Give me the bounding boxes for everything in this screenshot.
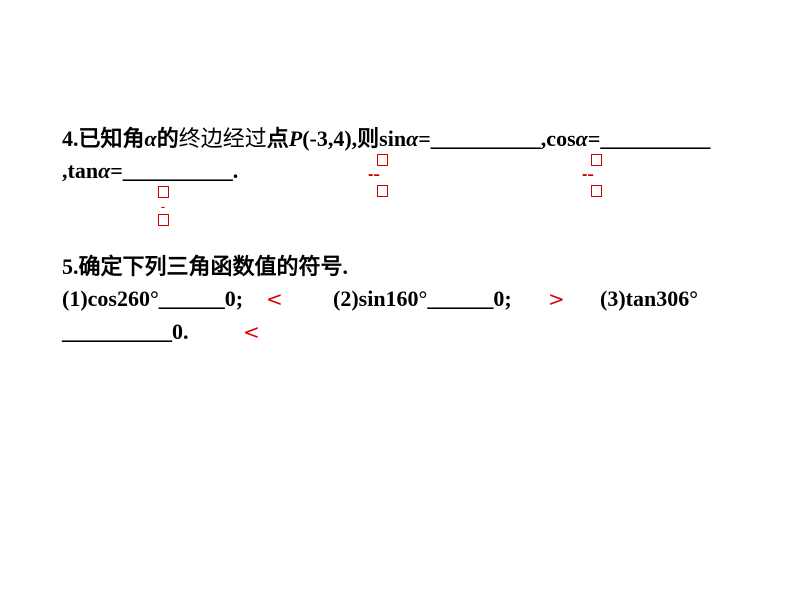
q4-point-label: 点 [266,126,289,151]
q4-eq2: =__________ [587,126,711,151]
q5-line3: __________0. [62,319,189,344]
sign: -– [368,168,380,183]
missing-glyph-icon [157,214,169,226]
q5-part1: (1)cos260°______0; [62,286,244,311]
q5-part3: (3)tan306° [600,286,699,311]
q4-tan: ,tan [62,158,99,183]
q4-blank: =__________. [110,158,239,183]
missing-glyph-icon [591,154,602,166]
alpha: α [575,126,588,151]
answer-fraction-1: - [155,186,171,229]
alpha: α [406,126,419,151]
missing-glyph-icon [591,185,602,197]
sign-text: - [368,168,374,183]
q4-line1: 4.已知角α的终边经过点P(-3,4),则sinα=__________,cos… [62,128,710,150]
q5-title: 5.确定下列三角函数值的符号. [62,254,349,279]
q5-part2: (2)sin160°______0; [333,286,512,311]
alpha: α [98,158,111,183]
q4-line2: ,tanα=__________. [62,160,238,182]
sign-text: - [582,168,588,183]
q4-mid: 的 [156,126,179,151]
sign: - [160,200,166,215]
q4-coords: (-3,4),则 [302,126,380,151]
q4-sin: sin [379,126,407,151]
q4-prefix: 4.已知角 [62,126,145,151]
missing-glyph-icon [377,185,388,197]
missing-glyph-icon [157,186,169,198]
q4-point: P [288,126,303,151]
answer-fraction-2: -– [368,154,396,200]
q5-answer-2: > [548,287,565,311]
q5-answer-3: < [243,320,260,344]
q4-eq1: =__________,cos [418,126,576,151]
sign: -– [582,168,594,183]
missing-glyph-icon [377,154,388,166]
alpha: α [144,126,157,151]
answer-fraction-3: -– [582,154,610,200]
q4-light: 终边经过 [178,126,267,151]
q5-answer-1: < [266,287,283,311]
